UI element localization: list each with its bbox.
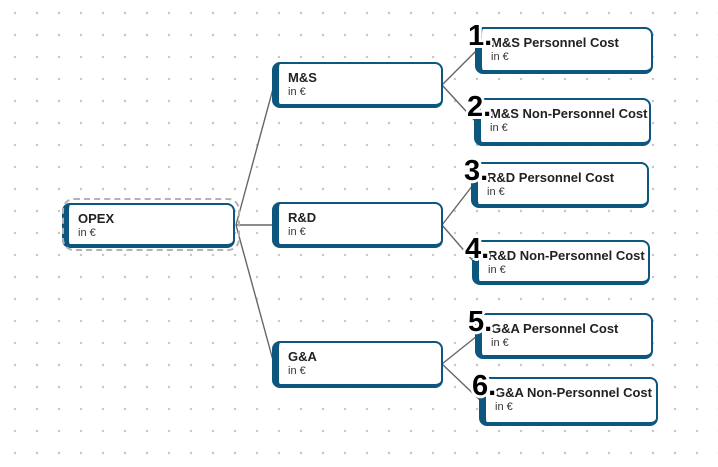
- node-rd[interactable]: R&D in €: [272, 202, 443, 248]
- connector-ga-5: [441, 335, 478, 365]
- node-ms-personnel-cost[interactable]: 1. M&S Personnel Cost in €: [468, 22, 653, 74]
- node-title: G&A: [288, 349, 317, 364]
- node-subtitle: in €: [495, 401, 513, 413]
- node-title: M&S: [288, 70, 317, 85]
- node-subtitle: in €: [488, 264, 506, 276]
- node-number-badge: 3.: [464, 155, 489, 187]
- connector-ms-2: [441, 84, 477, 123]
- node-ga-non-personnel-cost[interactable]: 6. G&A Non-Personnel Cost in €: [472, 372, 658, 426]
- connector-rd-4: [441, 224, 475, 263]
- node-subtitle: in €: [288, 86, 306, 98]
- node-subtitle: in €: [288, 226, 306, 238]
- connector-ga-6: [441, 363, 482, 402]
- connector-opex-ga: [235, 224, 275, 365]
- node-title: G&A Personnel Cost: [491, 321, 619, 336]
- node-ms[interactable]: M&S in €: [272, 62, 443, 108]
- node-ga[interactable]: G&A in €: [272, 341, 443, 388]
- node-subtitle: in €: [491, 51, 509, 63]
- node-title: OPEX: [78, 211, 115, 226]
- node-number-badge: 5.: [468, 306, 493, 338]
- node-number-badge: 2.: [467, 91, 492, 123]
- connector-ms-1: [441, 49, 478, 86]
- node-rd-personnel-cost[interactable]: 3. R&D Personnel Cost in €: [464, 157, 649, 208]
- node-number-badge: 4.: [465, 233, 490, 265]
- connector-rd-3: [441, 184, 474, 226]
- node-title: R&D Non-Personnel Cost: [488, 248, 645, 263]
- node-number-badge: 6.: [472, 370, 497, 402]
- node-title: R&D Personnel Cost: [487, 170, 615, 185]
- node-rd-non-personnel-cost[interactable]: 4. R&D Non-Personnel Cost in €: [465, 235, 650, 285]
- connector-opex-ms: [235, 84, 275, 226]
- node-subtitle: in €: [490, 122, 508, 134]
- node-opex[interactable]: OPEX in €: [62, 198, 240, 251]
- node-subtitle: in €: [78, 227, 96, 239]
- node-ga-personnel-cost[interactable]: 5. G&A Personnel Cost in €: [468, 308, 653, 359]
- node-title: G&A Non-Personnel Cost: [495, 385, 652, 400]
- node-title: M&S Non-Personnel Cost: [490, 106, 648, 121]
- node-title: M&S Personnel Cost: [491, 35, 619, 50]
- node-ms-non-personnel-cost[interactable]: 2. M&S Non-Personnel Cost in €: [467, 93, 651, 146]
- node-title: R&D: [288, 210, 317, 225]
- node-subtitle: in €: [288, 365, 306, 377]
- node-subtitle: in €: [487, 186, 505, 198]
- node-number-badge: 1.: [468, 20, 493, 52]
- node-subtitle: in €: [491, 337, 509, 349]
